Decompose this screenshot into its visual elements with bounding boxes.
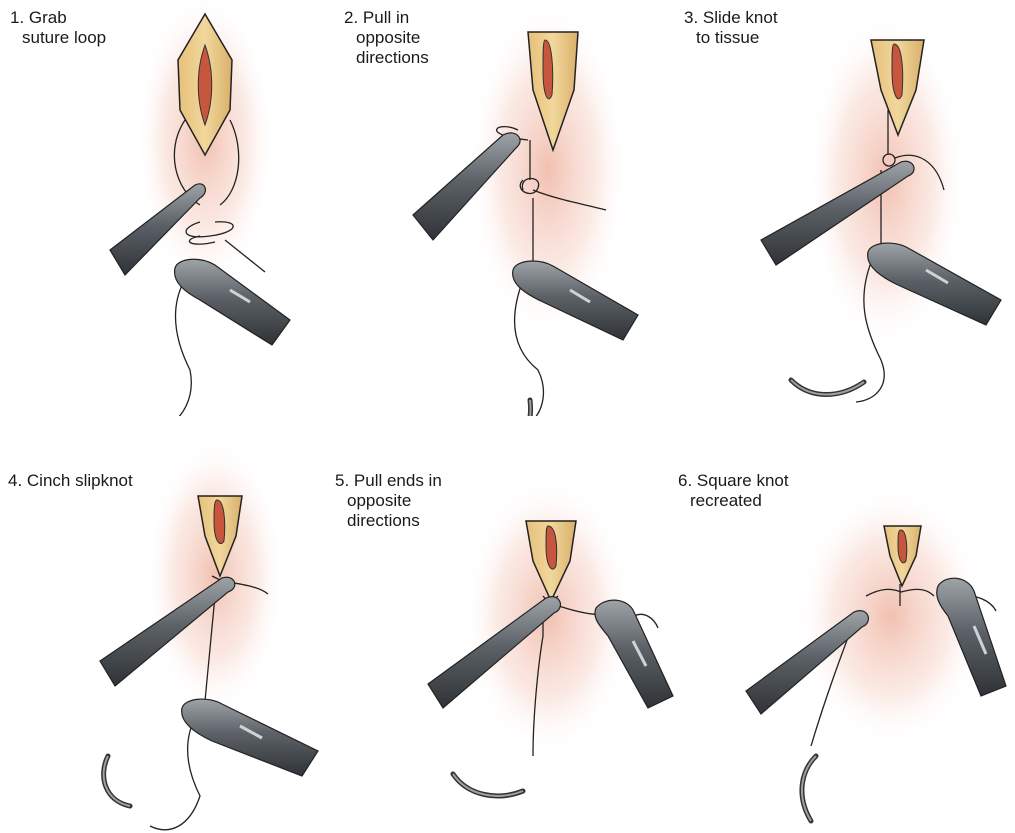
step-6-panel: 6. Square knot recreated bbox=[676, 416, 1014, 832]
step-4-panel: 4. Cinch slipknot bbox=[0, 416, 338, 832]
step-5-illustration bbox=[338, 416, 676, 832]
step-3-illustration bbox=[676, 0, 1014, 416]
curved-needle-icon bbox=[508, 400, 531, 416]
curved-needle-icon bbox=[802, 756, 816, 821]
curved-needle-icon bbox=[453, 774, 523, 796]
step-1-panel: 1. Grab suture loop bbox=[0, 0, 338, 416]
laparoscopic-grasper-icon bbox=[182, 699, 318, 776]
step-2-panel: 2. Pull in opposite directions bbox=[338, 0, 676, 416]
step-4-illustration bbox=[0, 416, 338, 832]
tissue-glow bbox=[145, 436, 285, 716]
step-3-panel: 3. Slide knot to tissue bbox=[676, 0, 1014, 416]
step-2-illustration bbox=[338, 0, 676, 416]
step-5-panel: 5. Pull ends in opposite directions bbox=[338, 416, 676, 832]
curved-needle-icon bbox=[791, 380, 864, 395]
curved-needle-icon bbox=[104, 756, 130, 806]
step-6-illustration bbox=[676, 416, 1014, 832]
step-1-illustration bbox=[0, 0, 338, 416]
